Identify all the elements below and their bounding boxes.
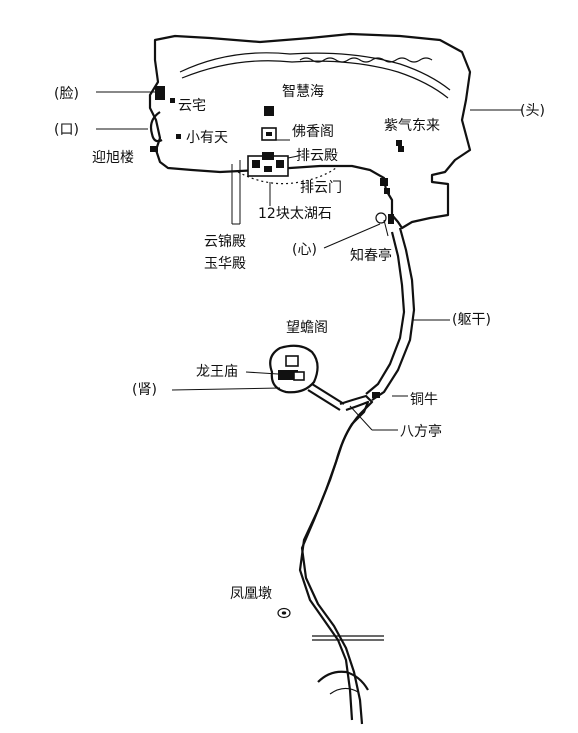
label-tong-niu: 铜牛: [410, 392, 438, 408]
label-mouth: (口): [54, 122, 79, 138]
label-kidney: (肾): [132, 382, 157, 398]
south-lake-island: [269, 344, 345, 411]
label-longwang-miao: 龙王庙: [196, 364, 238, 380]
label-head: (头): [520, 103, 545, 119]
label-taihu-stones: 12块太湖石: [258, 206, 332, 222]
label-wangchan-ge: 望蟾阁: [286, 320, 328, 336]
map-labels: (脸) (口) 迎旭楼 云宅 小有天 智慧海 佛香阁 排云殿 排云门 12块太湖…: [54, 84, 545, 602]
label-face: (脸): [54, 86, 79, 102]
label-torso: (躯干): [452, 312, 491, 328]
label-paiyun-men: 排云门: [300, 180, 342, 196]
label-heart: (心): [292, 242, 317, 258]
label-paiyun-dian: 排云殿: [296, 148, 338, 164]
label-yuhua-dian: 玉华殿: [204, 256, 246, 272]
label-yunjin-dian: 云锦殿: [204, 233, 246, 250]
label-bafang-ting: 八方亭: [400, 423, 442, 440]
label-ziqi-donglai: 紫气东来: [384, 118, 440, 134]
label-yun-zhai: 云宅: [178, 98, 206, 114]
label-yingxu-lou: 迎旭楼: [92, 150, 134, 166]
hill-buildings: [149, 86, 404, 224]
leader-lines: [96, 91, 522, 431]
label-xiao-you-tian: 小有天: [186, 130, 228, 146]
fenghuang-island: [277, 607, 291, 619]
east-causeway: [365, 227, 416, 401]
label-foxiang-ge: 佛香阁: [292, 124, 334, 140]
label-zhihui-hai: 智慧海: [282, 84, 324, 100]
east-gate-steps: [380, 140, 402, 194]
south-causeway: [298, 394, 384, 725]
label-zhichun-ting: 知春亭: [350, 247, 392, 264]
label-fenghuang-dun: 凤凰墩: [230, 586, 272, 602]
